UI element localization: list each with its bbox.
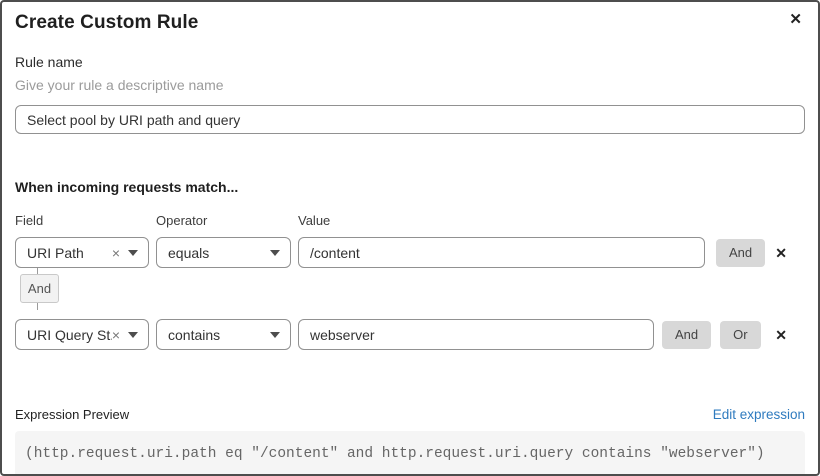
- delete-row-button[interactable]: ✕: [773, 326, 789, 344]
- rule-name-label: Rule name: [15, 54, 83, 70]
- connector-line: [37, 268, 38, 274]
- x-icon: ✕: [775, 326, 787, 343]
- chevron-down-icon: [128, 331, 138, 338]
- field-select[interactable]: URI Path ×: [15, 237, 149, 268]
- close-icon: ✕: [789, 11, 802, 28]
- expression-header: Expression Preview Edit expression: [15, 407, 805, 422]
- chevron-down-icon: [270, 249, 280, 256]
- field-column-label: Field: [15, 213, 44, 228]
- column-labels: Field Operator Value: [15, 213, 805, 228]
- value-input[interactable]: [298, 237, 705, 268]
- close-button[interactable]: ✕: [785, 8, 806, 31]
- expression-text: (http.request.uri.path eq "/content" and…: [25, 446, 765, 462]
- expression-preview-label: Expression Preview: [15, 407, 130, 422]
- operator-column-label: Operator: [156, 213, 208, 228]
- operator-select[interactable]: equals: [156, 237, 291, 268]
- rule-name-helper: Give your rule a descriptive name: [15, 77, 224, 93]
- or-button[interactable]: Or: [720, 320, 761, 349]
- row-connector: And: [15, 268, 805, 310]
- expression-preview-code: (http.request.uri.path eq "/content" and…: [15, 431, 805, 474]
- operator-select[interactable]: contains: [156, 319, 291, 350]
- operator-select-value: contains: [168, 326, 221, 343]
- dialog-title: Create Custom Rule: [15, 12, 199, 33]
- chevron-down-icon: [128, 249, 138, 256]
- connector-line: [37, 303, 38, 310]
- x-icon: ✕: [775, 244, 787, 261]
- field-select-value: URI Path: [27, 244, 84, 261]
- and-button[interactable]: And: [662, 320, 712, 349]
- value-column-label: Value: [298, 213, 331, 228]
- value-input[interactable]: [298, 319, 654, 350]
- condition-row: URI Path × equals And ✕: [15, 237, 805, 268]
- and-button[interactable]: And: [716, 238, 766, 267]
- connector-and-badge: And: [20, 274, 59, 303]
- rule-name-input[interactable]: [15, 105, 805, 134]
- operator-select-value: equals: [168, 244, 210, 261]
- clear-selection-icon[interactable]: ×: [111, 326, 120, 343]
- edit-expression-link[interactable]: Edit expression: [712, 407, 805, 422]
- clear-selection-icon[interactable]: ×: [111, 244, 120, 261]
- match-section-heading: When incoming requests match...: [15, 179, 239, 195]
- condition-row: URI Query St... × contains And Or ✕: [15, 319, 805, 350]
- field-select[interactable]: URI Query St... ×: [15, 319, 149, 350]
- delete-row-button[interactable]: ✕: [773, 244, 789, 262]
- chevron-down-icon: [270, 331, 280, 338]
- field-select-value: URI Query St...: [27, 326, 112, 343]
